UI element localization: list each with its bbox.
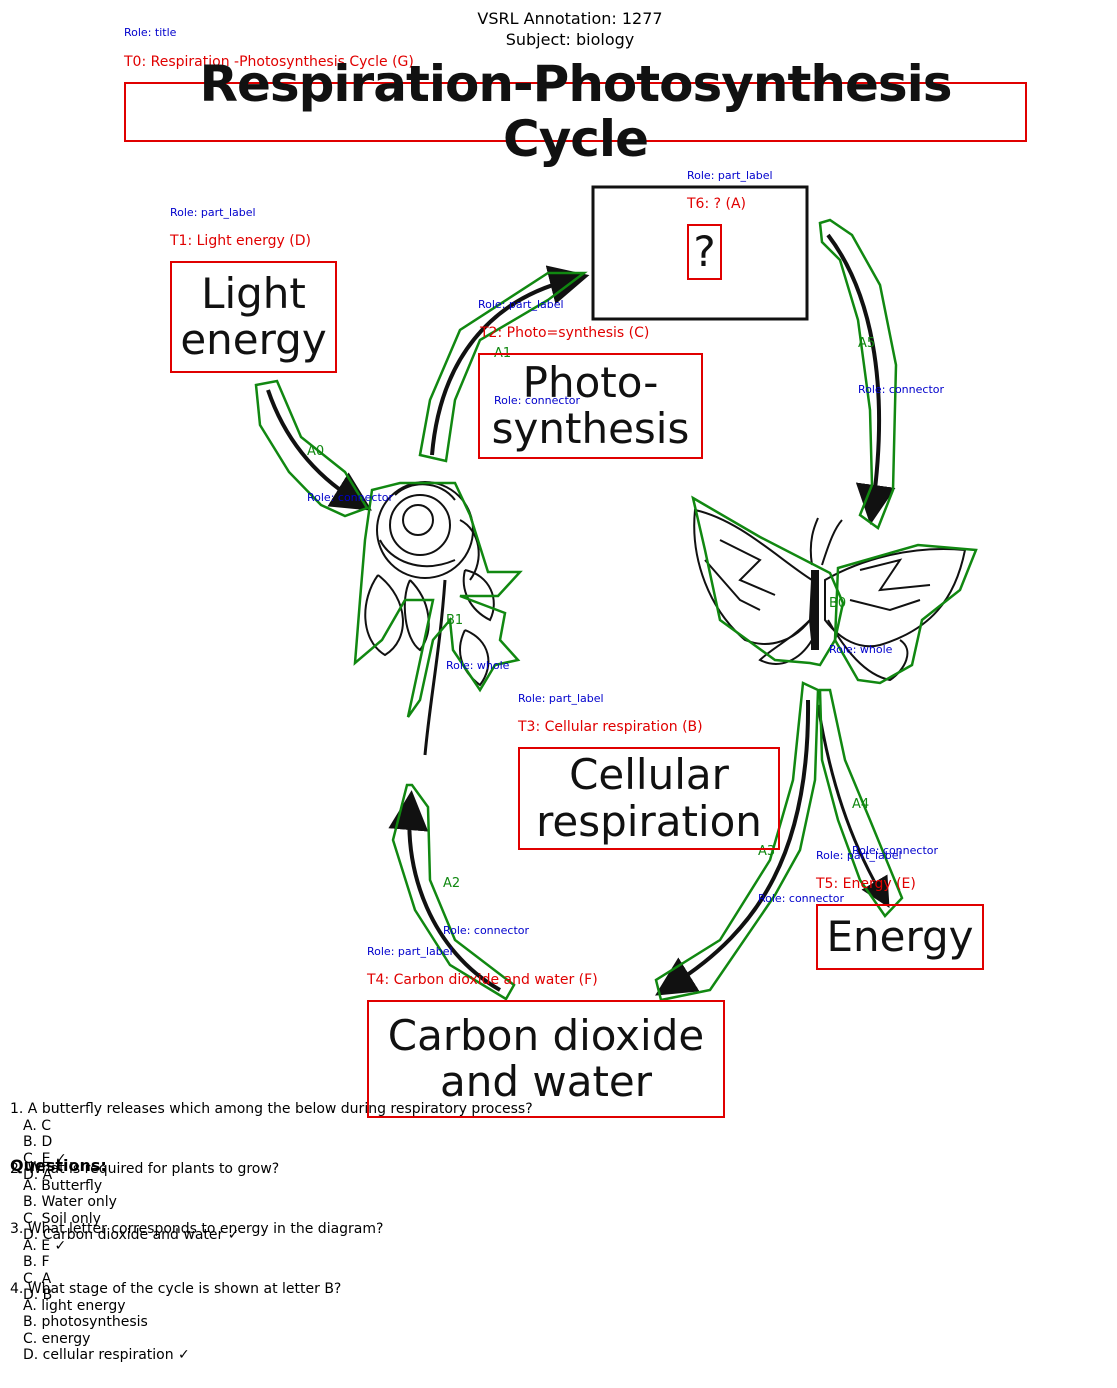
question-text: 1. A butterfly releases which among the … (10, 1101, 533, 1117)
carbon-dioxide-water-label: Carbon dioxide and water (367, 1000, 725, 1118)
option: D. cellular respiration ✓ (23, 1347, 190, 1363)
question-4: 4. What stage of the cycle is shown at l… (10, 1281, 341, 1364)
label-t0: T0: Respiration -Photosynthesis Cycle (G… (124, 54, 414, 70)
question-1: 1. A butterfly releases which among the … (10, 1101, 533, 1184)
region-a3 (654, 681, 820, 1002)
arrow-flower-to-question (430, 265, 590, 456)
arrow-butterfly-to-energy (816, 704, 890, 908)
questions-heading: Questions: (10, 1156, 107, 1175)
label-b1: B1 (446, 613, 463, 628)
label-a0: A0 (307, 444, 324, 459)
label-a3: A3 (758, 844, 775, 859)
question-box-frame (591, 185, 809, 321)
arrow-light-to-flower (266, 389, 372, 511)
role-whole-b1: Role: whole (446, 659, 510, 672)
label-a4: A4 (852, 797, 869, 812)
question-2: 2. What is required for plants to grow? … (10, 1161, 279, 1244)
option: B. photosynthesis (23, 1314, 148, 1330)
region-b1 (353, 481, 523, 718)
role-connector-a5: Role: connector (858, 383, 945, 396)
butterfly-drawing (693, 508, 967, 682)
option: C. E ✓ (23, 1150, 67, 1167)
label-t4: T4: Carbon dioxide and water (F) (367, 972, 598, 988)
option: C. A (23, 1270, 52, 1287)
role-connector-a2: Role: connector (443, 924, 530, 937)
question-text: 2. What is required for plants to grow? (10, 1161, 280, 1177)
annotation-header: VSRL Annotation: 1277 (477, 9, 663, 28)
region-a5 (818, 218, 898, 530)
arrow-co2-to-flower (388, 790, 501, 992)
arrow-butterfly-to-co2 (655, 699, 811, 996)
arrow-question-to-butterfly (826, 233, 896, 525)
role-part-label-t3: Role: part_label (518, 692, 604, 705)
option: D. A (23, 1167, 53, 1183)
label-t6: T6: ? (A) (687, 196, 747, 212)
role-title: Role: title (124, 26, 177, 39)
diagram-title: Respiration-Photosynthesis Cycle (124, 57, 1027, 167)
option: D. Carbon dioxide and water ✓ (23, 1227, 240, 1243)
subject-header: Subject: biology (505, 30, 635, 49)
role-whole-b0: Role: whole (829, 643, 893, 656)
option: C. Soil only (23, 1210, 101, 1227)
question-mark: ? (687, 224, 722, 280)
option: D. B (23, 1287, 53, 1303)
photosynthesis-label: Photo- synthesis (478, 353, 703, 459)
option: C. energy (23, 1330, 91, 1347)
region-a1 (418, 271, 588, 463)
question-text: 3. What letter corresponds to energy in … (10, 1221, 384, 1237)
region-b0 (691, 495, 845, 667)
label-t3: T3: Cellular respiration (B) (518, 719, 703, 735)
label-t5: T5: Energy (E) (816, 876, 916, 892)
label-a2: A2 (443, 876, 460, 891)
option: A. C (23, 1117, 52, 1134)
role-part-label-t5: Role: part_label (816, 849, 902, 862)
cellular-respiration-label: Cellular respiration (518, 747, 780, 850)
role-connector-a3: Role: connector (758, 892, 845, 905)
option: A. Butterfly (23, 1177, 103, 1194)
option: A. light energy (23, 1297, 126, 1314)
region-a0 (254, 379, 369, 518)
role-part-label-t6: Role: part_label (687, 169, 773, 182)
light-energy-label: Light energy (170, 261, 337, 373)
option: B. D (23, 1134, 53, 1150)
region-a4 (818, 688, 904, 918)
option: B. F (23, 1254, 50, 1270)
role-connector-a4: Role: connector (852, 844, 939, 857)
option: B. Water only (23, 1194, 117, 1210)
energy-label: Energy (816, 904, 984, 970)
role-connector-a1: Role: connector (494, 394, 581, 407)
role-connector-a0: Role: connector (307, 491, 394, 504)
role-part-label-t1: Role: part_label (170, 206, 256, 219)
question-3: 3. What letter corresponds to energy in … (10, 1221, 383, 1304)
region-b0-right (833, 543, 978, 685)
label-t2: T2: Photo=synthesis (C) (480, 325, 650, 341)
label-t1: T1: Light energy (D) (170, 233, 311, 249)
question-text: 4. What stage of the cycle is shown at l… (10, 1281, 342, 1297)
label-a5: A5 (858, 336, 875, 351)
label-b0: B0 (829, 596, 846, 611)
role-part-label-t2: Role: part_label (478, 298, 564, 311)
role-part-label-t4: Role: part_label (367, 945, 453, 958)
option: A. E ✓ (23, 1237, 67, 1254)
region-a2 (391, 783, 516, 1001)
